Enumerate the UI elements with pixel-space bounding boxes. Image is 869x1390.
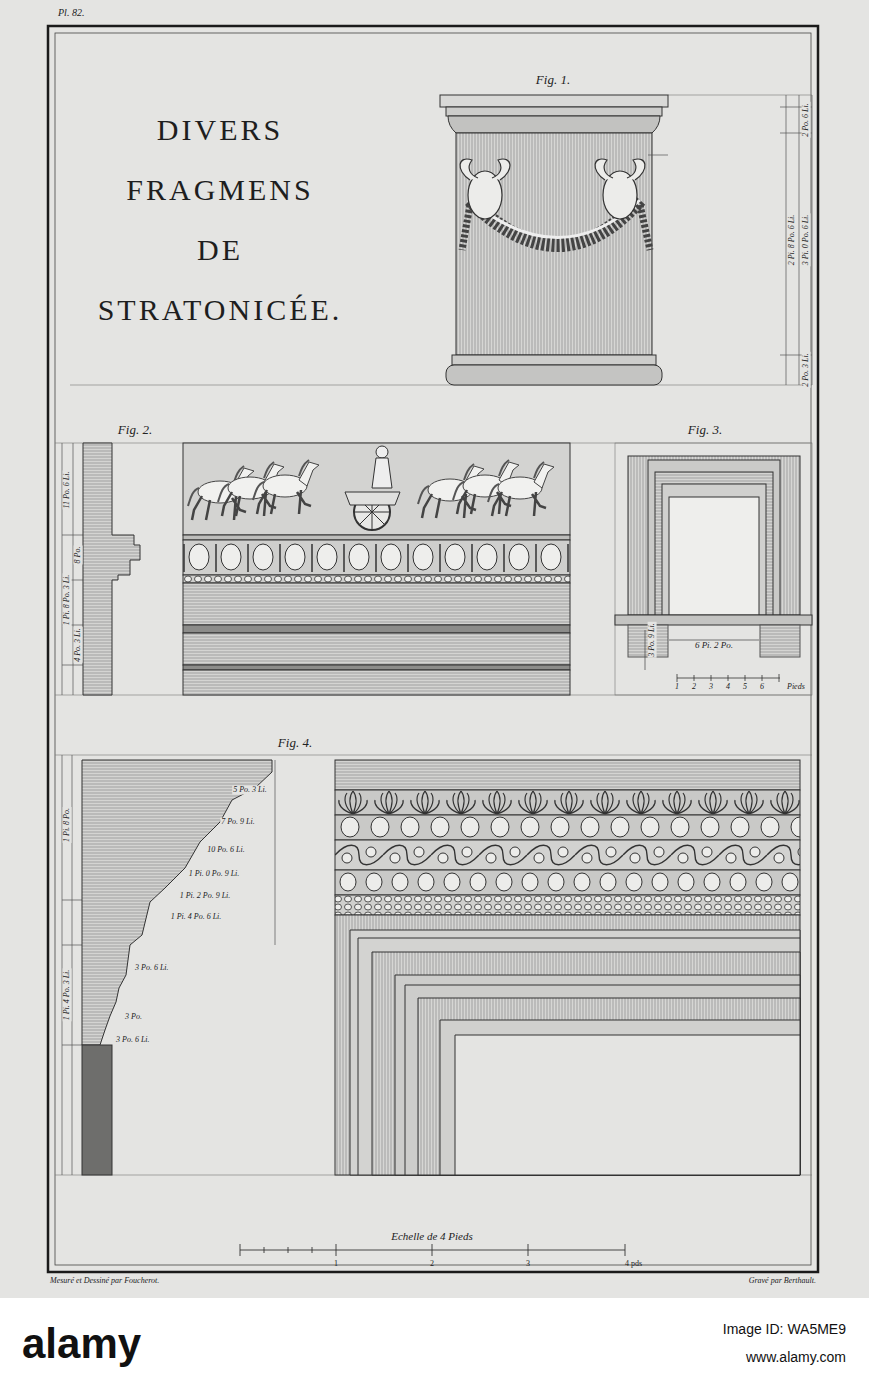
- dimension-label: 1 Pi. 4 Po. 6 Li.: [170, 913, 223, 922]
- watermark-text: Image ID: WA5ME9: [723, 1322, 846, 1337]
- cornice: [55, 755, 812, 1175]
- dimension-label: 3 Pi. 0 Po. 6 Li.: [802, 214, 811, 267]
- frieze: [55, 443, 812, 695]
- dimension-label: 1 Pi. 8 Po. 3 Li.: [63, 574, 72, 627]
- scale-unit: Pieds: [786, 683, 806, 692]
- dimension-label: 6 Pi. 2 Po.: [694, 641, 734, 651]
- dimension-label: 5 Po. 3 Li.: [232, 786, 268, 795]
- figure-label: Fig. 4.: [278, 736, 312, 750]
- dimension-label: 2 Po. 3 Li.: [802, 352, 811, 388]
- dimension-label: 3 Po. 6 Li.: [115, 1036, 151, 1045]
- dimension-label: 3 Po. 6 Li.: [134, 964, 170, 973]
- credit-text: Gravé par Berthault.: [749, 1277, 816, 1286]
- dimension-label: 11 Po. 6 Li.: [63, 471, 72, 510]
- dimension-label: 10 Po. 6 Li.: [206, 846, 246, 855]
- scale-number: 4 pds: [625, 1260, 642, 1269]
- scale-number: 1: [674, 683, 680, 692]
- scale-number: 4: [725, 683, 731, 692]
- dimension-label: 8 Po.: [74, 546, 83, 565]
- scale-number: 5: [742, 683, 748, 692]
- scale-number: 2: [430, 1260, 434, 1269]
- figure-label: Fig. 2.: [118, 423, 152, 437]
- scale-number: 1: [334, 1260, 338, 1269]
- plate-number: Pl. 82.: [58, 7, 84, 18]
- dimension-label: 3 Po. 9 Li.: [648, 622, 657, 658]
- scale-bar: [240, 1244, 625, 1256]
- scale-title: Echelle de 4 Pieds: [391, 1230, 473, 1242]
- credit-text: Mesuré et Dessiné par Foucherot.: [50, 1277, 159, 1286]
- plate-title: DIVERS FRAGMENS DE STRATONICÉE.: [60, 100, 380, 340]
- scale-number: 6: [759, 683, 765, 692]
- watermark-logo: alamy: [22, 1321, 141, 1367]
- dimension-label: 2 Pi. 8 Po. 6 Li.: [788, 214, 797, 267]
- scale-number: 3: [708, 683, 714, 692]
- watermark-text: www.alamy.com: [746, 1350, 846, 1365]
- dimension-label: 1 Pi. 0 Po. 9 Li.: [188, 870, 241, 879]
- doorway: [615, 443, 812, 695]
- watermark-band: [0, 1298, 869, 1390]
- dimension-label: 7 Po. 9 Li.: [220, 818, 256, 827]
- dimension-label: 2 Po. 6 Li.: [802, 102, 811, 138]
- dimension-label: 1 Pi. 8 Po.: [63, 807, 72, 843]
- dimension-label: 3 Po.: [124, 1013, 143, 1022]
- dimension-label: 1 Pi. 2 Po. 9 Li.: [179, 892, 232, 901]
- figure-label: Fig. 1.: [536, 73, 570, 87]
- figure-label: Fig. 3.: [688, 423, 722, 437]
- dimension-label: 4 Po. 3 Li.: [74, 627, 83, 663]
- dimension-label: 1 Pi. 4 Po. 3 Li.: [63, 969, 72, 1022]
- scale-number: 3: [526, 1260, 530, 1269]
- scale-number: 2: [691, 683, 697, 692]
